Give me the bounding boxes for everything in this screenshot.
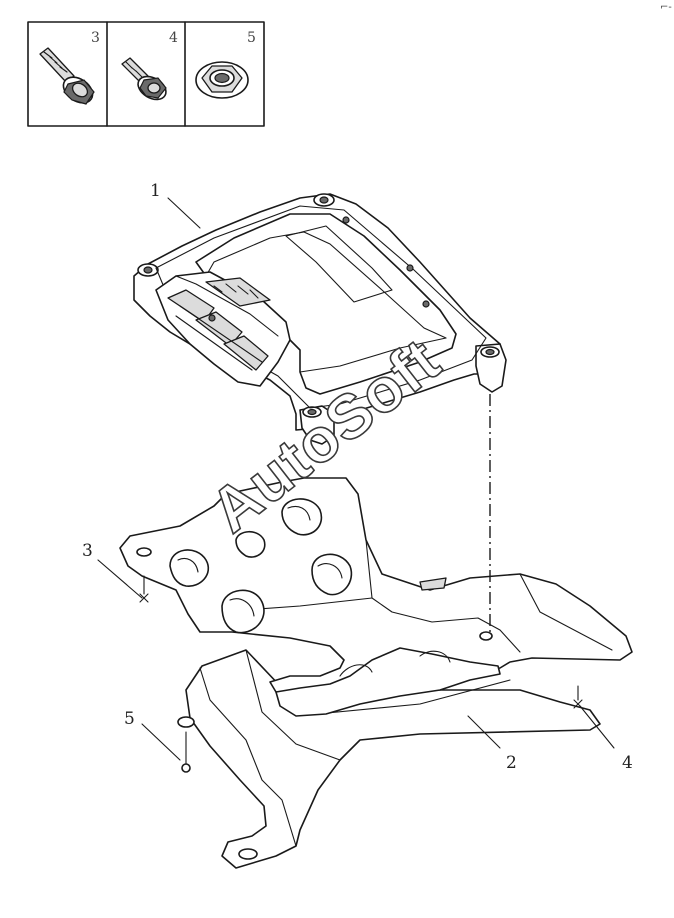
callout-3: 3	[82, 541, 93, 561]
callout-1: 1	[150, 181, 161, 201]
legend-label-4: 4	[169, 30, 178, 46]
callout-5: 5	[124, 709, 135, 729]
parts-legend-box: 3 4 5	[27, 21, 265, 127]
nut-marker-5	[181, 731, 191, 773]
mounting-bracket	[119, 477, 633, 869]
flange-bolt-icon	[39, 47, 95, 105]
callout-4: 4	[622, 753, 633, 773]
washer-bolt-icon	[121, 57, 167, 101]
legend-label-3: 3	[91, 30, 100, 46]
bolt-marker-3	[139, 575, 149, 603]
corner-mark: ⌐-	[660, 2, 672, 13]
ecu-module	[133, 193, 507, 445]
flange-nut-icon	[195, 61, 249, 99]
bracket-bosses	[169, 498, 353, 634]
ecu-connector	[155, 271, 291, 387]
callout-2: 2	[506, 753, 517, 773]
legend-label-5: 5	[247, 30, 256, 46]
bolt-marker-4	[573, 685, 583, 709]
